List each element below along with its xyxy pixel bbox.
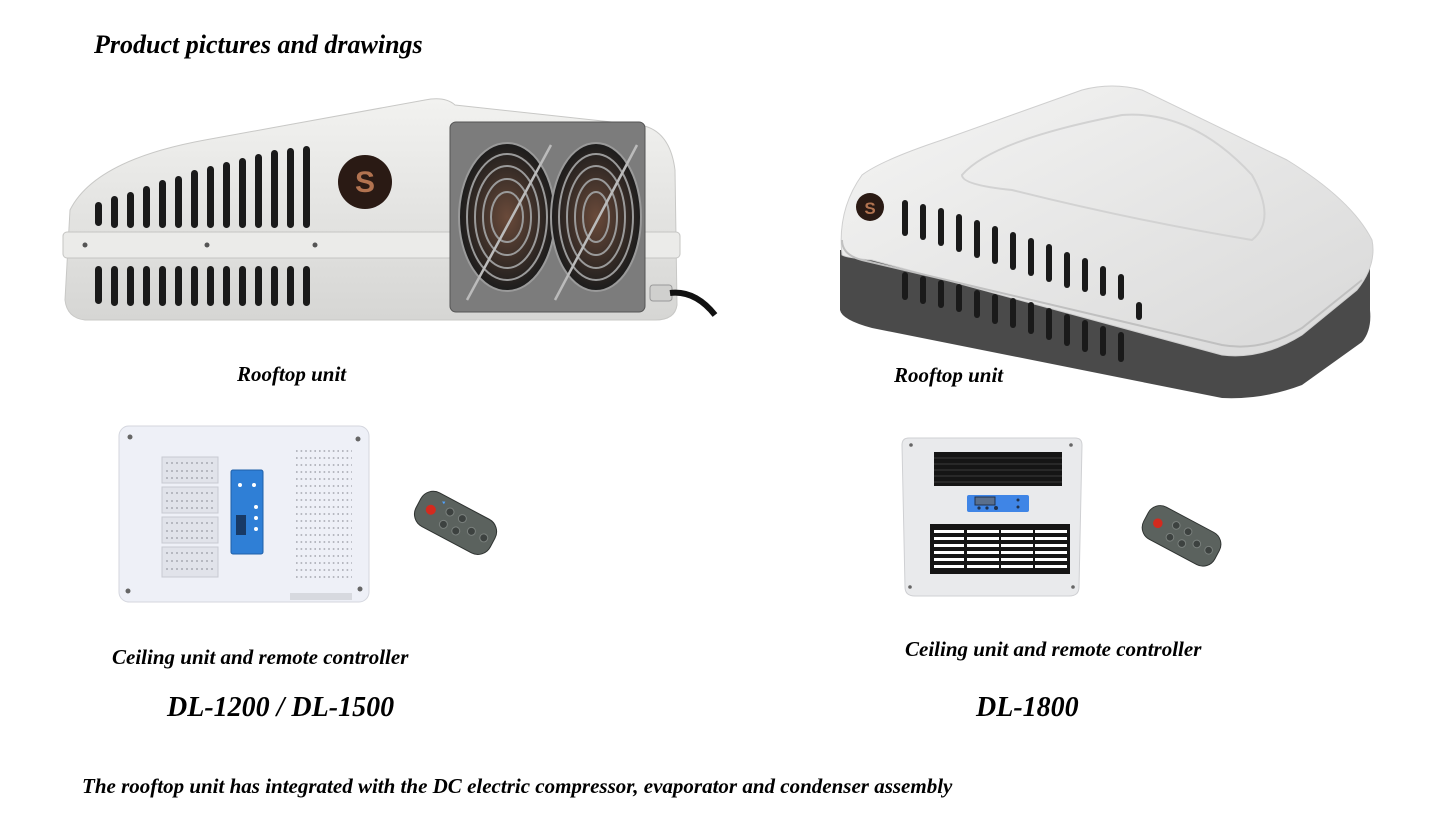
rooftop-unit-caption-left: Rooftop unit — [237, 362, 347, 386]
footnote: The rooftop unit has integrated with the… — [82, 774, 953, 798]
model-name-left: DL-1200 / DL-1500 — [167, 692, 395, 723]
rooftop-unit-dome-image: S — [840, 85, 1374, 399]
ceiling-unit-caption-right: Ceiling unit and remote controller — [905, 637, 1202, 661]
svg-text:S: S — [864, 199, 875, 218]
svg-text:S: S — [355, 166, 375, 199]
ceiling-unit-blue-panel-image — [118, 425, 370, 603]
ceiling-unit-grille-image — [901, 437, 1083, 597]
page-title: Product pictures and drawings — [94, 30, 423, 59]
remote-controller-image-right — [1141, 505, 1222, 567]
rooftop-unit-twin-fan-image: S — [62, 98, 718, 321]
ceiling-unit-caption-left: Ceiling unit and remote controller — [112, 645, 409, 669]
model-name-right: DL-1800 — [976, 692, 1079, 723]
svg-text:◂: ◂ — [440, 499, 445, 506]
remote-controller-image-left: ◂ — [413, 490, 498, 555]
rooftop-unit-caption-right: Rooftop unit — [894, 363, 1004, 387]
